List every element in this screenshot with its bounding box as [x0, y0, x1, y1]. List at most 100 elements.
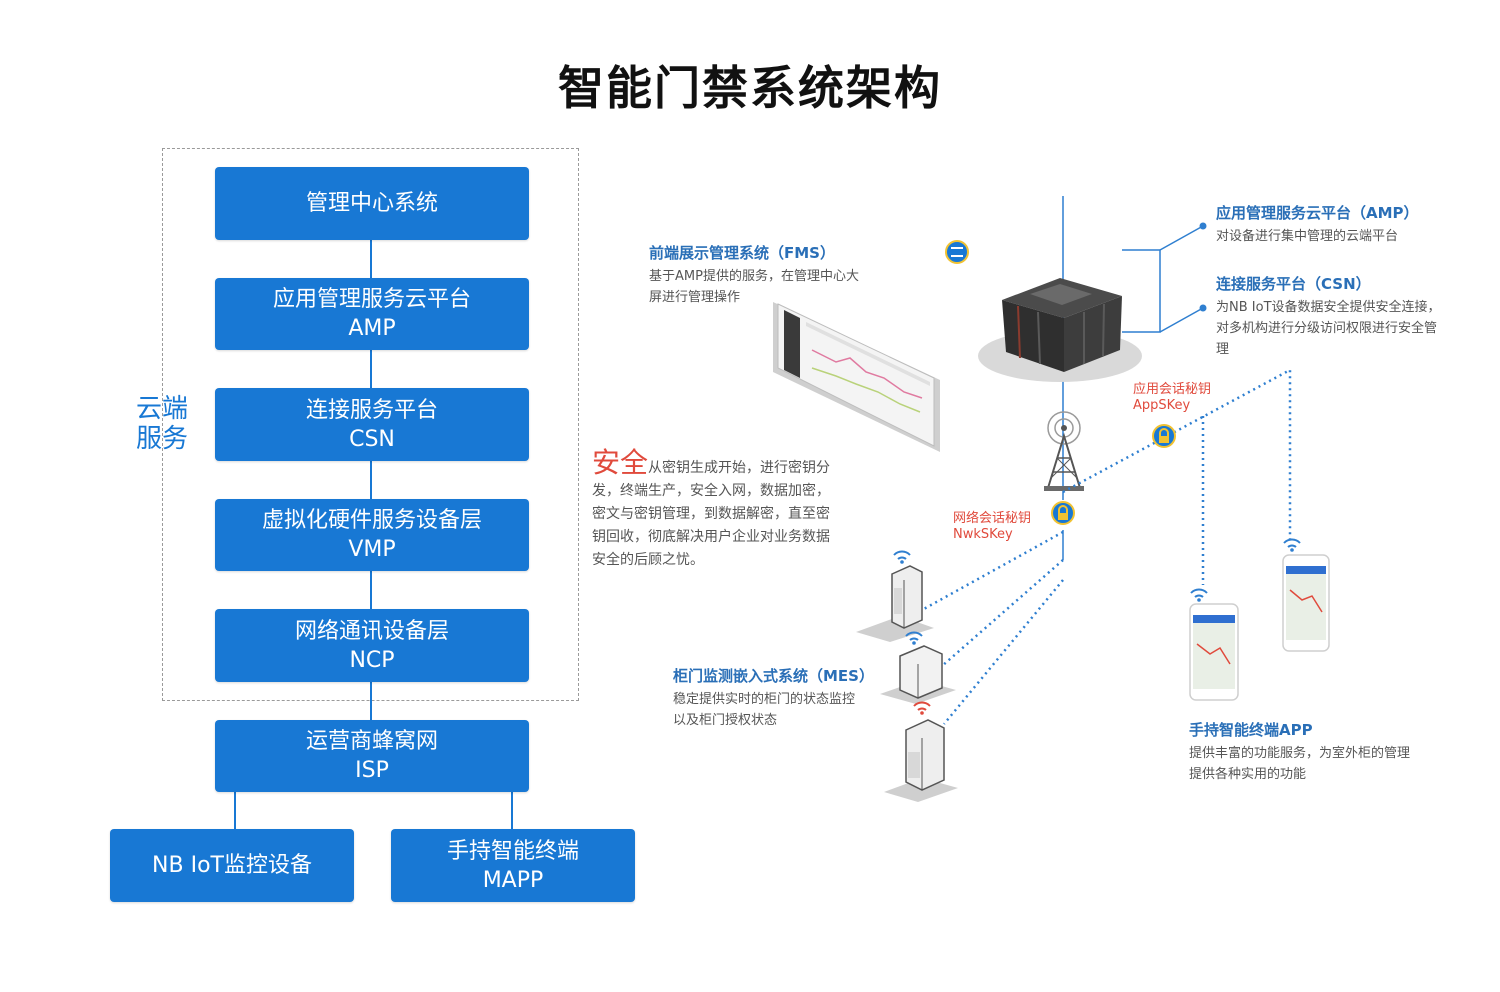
wifi-icon-dot	[1290, 548, 1294, 552]
block-ncp: 网络通讯设备层 NCP	[215, 609, 529, 682]
fms-screen-chart	[811, 367, 921, 413]
amp-pointer-dot	[1199, 222, 1207, 230]
server-rack-line	[1102, 303, 1105, 357]
block-management-center: 管理中心系统	[215, 167, 529, 240]
annotation-line: 对多机构进行分级访问权限进行安全管	[1216, 321, 1438, 336]
key-label-cn: 网络会话秘钥	[953, 511, 1032, 526]
wifi-icon	[1190, 588, 1208, 598]
security-lead: 安全	[592, 446, 649, 479]
connector-line	[511, 792, 513, 830]
annotation-csn: 连接服务平台（CSN） 为NB IoT设备数据安全提供安全连接， 对多机构进行分…	[1216, 273, 1466, 360]
server-top-panels	[1030, 284, 1092, 305]
annotation-line: 提供丰富的功能服务，为室外柜的管理	[1189, 746, 1411, 761]
wifi-icon	[905, 631, 923, 641]
security-paragraph: 安全从密钥生成开始，进行密钥分 发，终端生产，安全入网，数据加密， 密文与密钥管…	[592, 449, 864, 572]
wifi-icon-dot	[912, 641, 916, 645]
block-nb-iot-device: NB IoT监控设备	[110, 829, 354, 902]
csn-pointer-dot	[1199, 304, 1207, 312]
security-first-line: 安全从密钥生成开始，进行密钥分	[592, 449, 864, 480]
block-code: VMP	[348, 537, 396, 562]
wifi-icon-dot	[900, 560, 904, 564]
fms-screen-chart	[811, 349, 923, 399]
page-title: 智能门禁系统架构	[558, 61, 942, 115]
annotation-heading: 前端展示管理系统（FMS）	[649, 244, 835, 262]
cabinet-2	[899, 645, 943, 699]
block-vmp: 虚拟化硬件服务设备层 VMP	[215, 499, 529, 571]
annotation-app: 手持智能终端APP 提供丰富的功能服务，为室外柜的管理 提供各种实用的功能	[1189, 719, 1439, 785]
dotted-link-app	[1062, 367, 1292, 540]
security-line: 发，终端生产，安全入网，数据加密，	[592, 483, 830, 499]
key-label-cn: 应用会话秘钥	[1133, 382, 1212, 397]
security-line: 钥回收，彻底解决用户企业对业务数据	[592, 529, 830, 545]
annotation-line: 对设备进行集中管理的云端平台	[1216, 229, 1399, 244]
server-rack-line	[1017, 305, 1021, 359]
annotation-amp: 应用管理服务云平台（AMP） 对设备进行集中管理的云端平台	[1216, 202, 1466, 247]
block-name: 连接服务平台	[305, 397, 438, 423]
connector-line	[234, 792, 236, 830]
annotation-line: 为NB IoT设备数据安全提供安全连接，	[1216, 300, 1441, 315]
app-session-key-label: 应用会话秘钥 AppSKey	[1133, 382, 1211, 414]
dotted-link-cabinet-3	[943, 579, 1064, 725]
annotation-mes: 柜门监测嵌入式系统（MES） 稳定提供实时的柜门的状态监控 以及柜门授权状态	[673, 665, 893, 731]
annotation-line: 基于AMP提供的服务，在管理中心大	[649, 269, 859, 284]
tower-icon	[1047, 432, 1081, 489]
wifi-icon-dot	[920, 711, 924, 715]
wifi-icon	[893, 550, 911, 560]
security-line: 安全的后顾之忧。	[592, 552, 704, 568]
annotation-heading: 应用管理服务云平台（AMP）	[1216, 204, 1419, 222]
tower-icon-strut	[1056, 457, 1078, 479]
annotation-line: 屏进行管理操作	[649, 290, 741, 305]
security-line: 从密钥生成开始，进行密钥分	[648, 460, 831, 476]
connector-line	[370, 461, 372, 499]
annotation-line: 提供各种实用的功能	[1189, 767, 1307, 782]
block-csn: 连接服务平台 CSN	[215, 388, 529, 461]
wifi-icon-dot	[1197, 598, 1201, 602]
lock-icon-body	[1159, 436, 1169, 443]
security-line: 密文与密钥管理，到数据解密，直至密	[592, 506, 830, 522]
cabinet-3-panel	[908, 752, 920, 778]
phone-screen-header	[1193, 615, 1235, 623]
block-name: 管理中心系统	[305, 191, 438, 216]
dotted-link-cabinet-1	[921, 530, 1064, 612]
connector-line	[370, 240, 372, 278]
connector-line	[370, 350, 372, 388]
annotation-heading: 手持智能终端APP	[1189, 721, 1313, 739]
server-rack-line	[1037, 311, 1041, 365]
block-amp: 应用管理服务云平台 AMP	[215, 278, 529, 350]
settings-icon	[945, 240, 969, 264]
wifi-icon	[1283, 538, 1301, 548]
csn-pointer	[1159, 307, 1204, 333]
annotation-line: 稳定提供实时的柜门的状态监控	[673, 692, 856, 707]
lock-icon-shackle	[1159, 428, 1169, 436]
key-label-en: AppSKey	[1133, 398, 1191, 413]
cloud-label-line-1: 云端	[135, 394, 188, 424]
annotation-heading: 柜门监测嵌入式系统（MES）	[673, 667, 874, 685]
phone-map-route	[1196, 643, 1231, 665]
cloud-services-label: 云端 服务	[126, 394, 198, 454]
annotation-heading: 连接服务平台（CSN）	[1216, 275, 1371, 293]
phone-screen-header	[1286, 566, 1326, 574]
fms-screen-sidebar	[784, 310, 800, 378]
block-isp: 运营商蜂窝网 ISP	[215, 720, 529, 792]
tower-base	[1044, 486, 1084, 491]
connector-line	[370, 571, 372, 609]
server-right-face	[1064, 296, 1122, 372]
annotation-line: 理	[1216, 342, 1230, 357]
block-code: CSN	[349, 426, 395, 452]
cabinet-1-panel	[894, 588, 902, 614]
fms-screen	[777, 303, 935, 447]
dotted-link-cabinet-2	[941, 559, 1064, 667]
block-name: 虚拟化硬件服务设备层	[261, 508, 482, 533]
phone-screen	[1286, 566, 1326, 640]
amp-csn-bracket	[1122, 249, 1161, 333]
block-name: 运营商蜂窝网	[305, 729, 438, 754]
connector-line	[370, 682, 372, 720]
block-code: AMP	[348, 316, 396, 341]
amp-pointer	[1159, 225, 1204, 251]
block-code: NCP	[349, 647, 395, 673]
cloud-label-line-2: 服务	[135, 424, 188, 454]
block-code: MAPP	[482, 867, 544, 893]
fms-screen-header	[806, 322, 930, 386]
annotation-fms: 前端展示管理系统（FMS） 基于AMP提供的服务，在管理中心大 屏进行管理操作	[649, 242, 879, 308]
